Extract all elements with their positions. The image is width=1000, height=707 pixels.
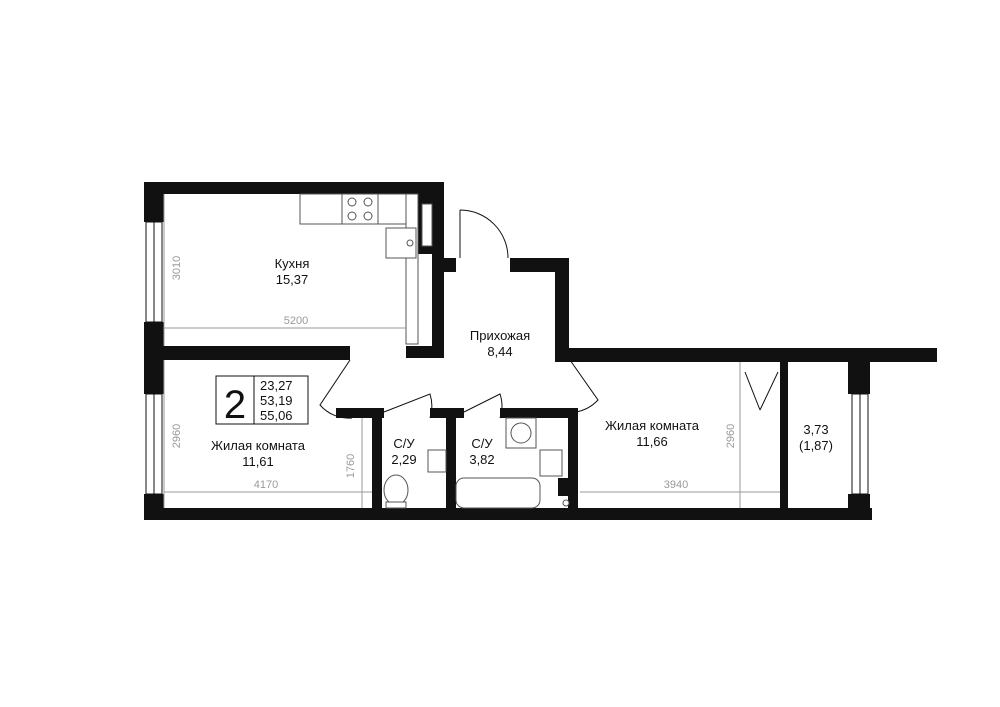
badge-frame bbox=[215, 375, 309, 425]
wall-right-top bbox=[555, 348, 937, 362]
door-right-room-icon bbox=[569, 359, 599, 413]
room-balcony-area-reduced: (1,87) bbox=[799, 438, 833, 453]
wall-kitchen-right-foot bbox=[406, 346, 444, 358]
wall-bottom bbox=[144, 508, 872, 520]
kitchen-counter-side bbox=[405, 193, 419, 345]
room-living-left-area: 11,61 bbox=[242, 454, 274, 469]
room-bath2-area: 3,82 bbox=[469, 452, 494, 467]
wall-kitchen-bottom bbox=[144, 346, 350, 360]
entrance-door-icon bbox=[459, 209, 509, 259]
wall-bath-top-c bbox=[500, 408, 576, 418]
windows bbox=[145, 221, 869, 495]
sink-bath1-icon bbox=[427, 449, 447, 473]
door-left-room-icon bbox=[319, 359, 353, 419]
door-bath2-icon bbox=[463, 393, 503, 419]
dimension-lines bbox=[163, 194, 780, 508]
fixtures bbox=[299, 193, 570, 509]
room-living-right-name: Жилая комната bbox=[605, 418, 700, 433]
dim-kitchen-height: 3010 bbox=[171, 256, 183, 280]
dim-kitchen-width: 5200 bbox=[284, 315, 308, 327]
toilet-bath1-icon bbox=[383, 474, 409, 506]
wall-bath2-right bbox=[568, 408, 578, 512]
bathtub-icon bbox=[455, 477, 541, 509]
dim-right-room-height: 2960 bbox=[725, 424, 737, 448]
badge-total-with-balcony: 55,06 bbox=[260, 408, 293, 423]
stove-icon bbox=[341, 193, 379, 225]
door-balcony-icon bbox=[744, 371, 779, 411]
badge-rooms-count: 2 bbox=[224, 383, 246, 427]
room-kitchen-area: 15,37 bbox=[276, 272, 309, 287]
room-balcony-area: 3,73 bbox=[803, 422, 828, 437]
wall-hall-right bbox=[555, 258, 569, 358]
wall-bath1-left bbox=[372, 408, 382, 512]
room-hall-name: Прихожая bbox=[470, 328, 530, 343]
dim-left-room-inner: 1760 bbox=[345, 454, 357, 478]
wall-balcony-right-a bbox=[848, 348, 870, 394]
walls bbox=[144, 182, 937, 520]
dim-left-room-height: 2960 bbox=[171, 424, 183, 448]
badge-living-area: 23,27 bbox=[260, 378, 293, 393]
dim-left-room-width: 4170 bbox=[254, 479, 278, 491]
wall-kitchen-top bbox=[144, 182, 444, 194]
room-living-right-area: 11,66 bbox=[636, 434, 668, 449]
dim-right-room-width: 3940 bbox=[664, 479, 688, 491]
wall-bath-top-a bbox=[336, 408, 384, 418]
wall-balcony-right-b bbox=[848, 494, 870, 518]
wall-hall-top-right bbox=[510, 258, 568, 272]
room-bath1-area: 2,29 bbox=[391, 452, 416, 467]
room-hall-area: 8,44 bbox=[487, 344, 512, 359]
wall-stub-a bbox=[442, 258, 456, 272]
wall-shaft bbox=[558, 478, 576, 496]
wall-left-a bbox=[144, 182, 164, 222]
room-kitchen-name: Кухня bbox=[275, 256, 310, 271]
summary-badge: 2 23,27 53,19 55,06 bbox=[215, 375, 309, 427]
sink-bath2-icon bbox=[539, 449, 563, 477]
room-bath2-name: С/У bbox=[471, 436, 493, 451]
wall-balcony-left bbox=[780, 348, 788, 513]
doors bbox=[319, 209, 779, 419]
badge-total-area: 53,19 bbox=[260, 393, 293, 408]
door-bath1-icon bbox=[383, 393, 433, 419]
room-living-left-name: Жилая комната bbox=[211, 438, 306, 453]
wall-bath1-right bbox=[446, 408, 456, 512]
fridge-icon bbox=[421, 203, 433, 247]
room-bath1-name: С/У bbox=[393, 436, 415, 451]
